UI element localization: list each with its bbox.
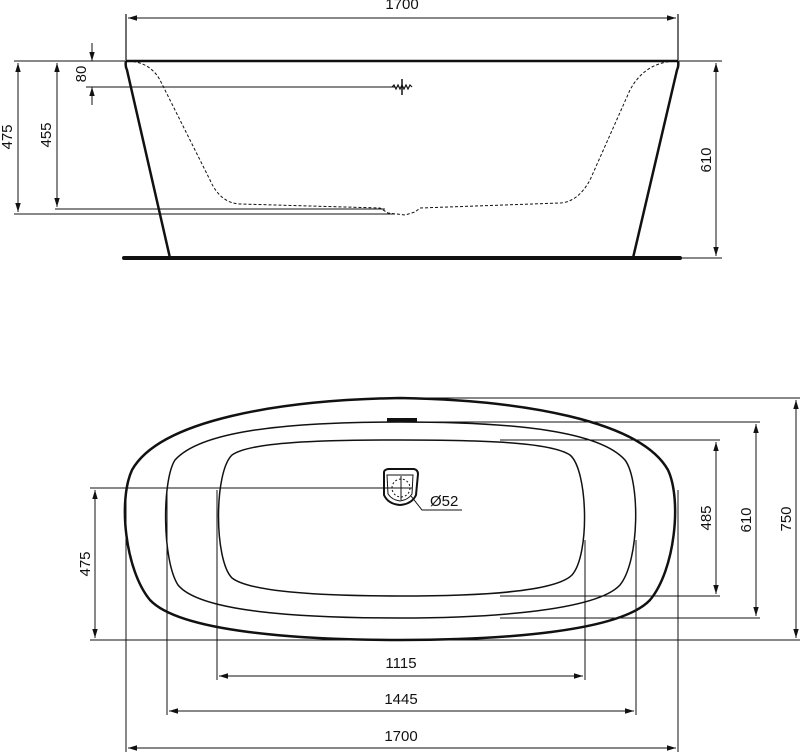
plan-bottom-width-label: 485	[698, 505, 715, 530]
overflow-symbol-icon	[391, 79, 413, 95]
plan-rim-width-label: 610	[738, 507, 755, 532]
side-height-610-label: 610	[698, 147, 715, 172]
side-length-label: 1700	[385, 0, 418, 13]
drain-icon	[383, 468, 420, 507]
side-depth-455-label: 455	[38, 122, 55, 147]
plan-rim-length-label: 1445	[384, 691, 417, 708]
side-height-475-label: 475	[0, 124, 16, 149]
plan-overall-width-label: 750	[778, 506, 795, 531]
drain-diameter-label: Ø52	[430, 493, 458, 510]
plan-view	[90, 396, 800, 752]
overflow-bar-icon	[387, 418, 417, 422]
plan-overall-length-label: 1700	[384, 728, 417, 745]
side-view	[14, 14, 722, 260]
side-overflow-80-label: 80	[73, 66, 90, 83]
side-view-labels: 1700 475 455 80 610	[0, 0, 715, 173]
plan-drain-offset-label: 475	[77, 551, 94, 576]
plan-view-labels: Ø52 485 610 750 475 1115 1445 1700	[77, 493, 795, 745]
plan-bottom-length-label: 1115	[385, 655, 416, 672]
